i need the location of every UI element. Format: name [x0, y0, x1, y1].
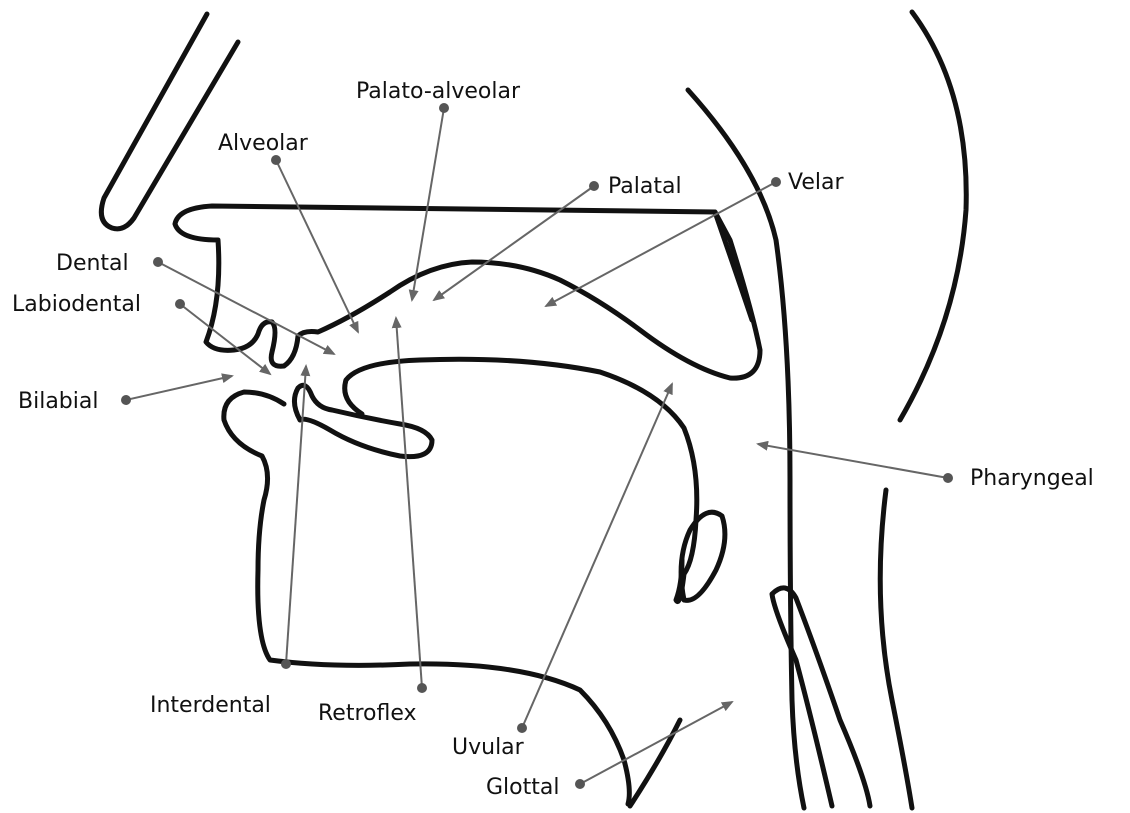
- label-pharyngeal: Pharyngeal: [970, 466, 1094, 491]
- tongue-outline: [345, 359, 697, 601]
- nose-outline: [101, 14, 238, 229]
- label-labiodental: Labiodental: [12, 292, 141, 317]
- palatal-dot: [589, 181, 599, 191]
- pharyngeal-pointer: [758, 444, 948, 478]
- palato-alveolar-dot: [439, 103, 449, 113]
- neck-back-upper: [900, 12, 966, 420]
- pharyngeal-dot: [943, 473, 953, 483]
- larynx-front-outline: [630, 720, 680, 806]
- labiodental-dot: [175, 299, 185, 309]
- dental-dot: [153, 257, 163, 267]
- lower-jaw-outline: [294, 385, 432, 456]
- neck-back-lower: [880, 490, 912, 808]
- label-glottal: Glottal: [486, 775, 559, 800]
- label-bilabial: Bilabial: [18, 389, 98, 414]
- bilabial-dot: [121, 395, 131, 405]
- retroflex-dot: [417, 683, 427, 693]
- label-palato-alveolar: Palato-alveolar: [356, 79, 521, 104]
- glottal-dot: [575, 779, 585, 789]
- interdental-dot: [281, 659, 291, 669]
- label-velar: Velar: [788, 170, 844, 195]
- velar-dot: [771, 177, 781, 187]
- alveolar-pointer: [276, 160, 358, 332]
- upper-jaw-outline: [175, 206, 760, 378]
- uvular-pointer: [522, 384, 672, 728]
- label-alveolar: Alveolar: [218, 131, 309, 156]
- bilabial-pointer: [126, 376, 232, 400]
- label-uvular: Uvular: [452, 735, 525, 760]
- place-labels: Palato-alveolar Alveolar Palatal Velar D…: [12, 79, 1094, 800]
- retroflex-pointer: [396, 318, 422, 688]
- velum-outline: [715, 212, 752, 320]
- uvular-dot: [517, 723, 527, 733]
- trachea-outline: [772, 588, 870, 806]
- label-dental: Dental: [56, 251, 129, 276]
- label-retroflex: Retroflex: [318, 701, 417, 726]
- label-palatal: Palatal: [608, 174, 682, 199]
- epiglottis-outline: [681, 512, 725, 600]
- label-interdental: Interdental: [150, 693, 271, 718]
- alveolar-dot: [271, 155, 281, 165]
